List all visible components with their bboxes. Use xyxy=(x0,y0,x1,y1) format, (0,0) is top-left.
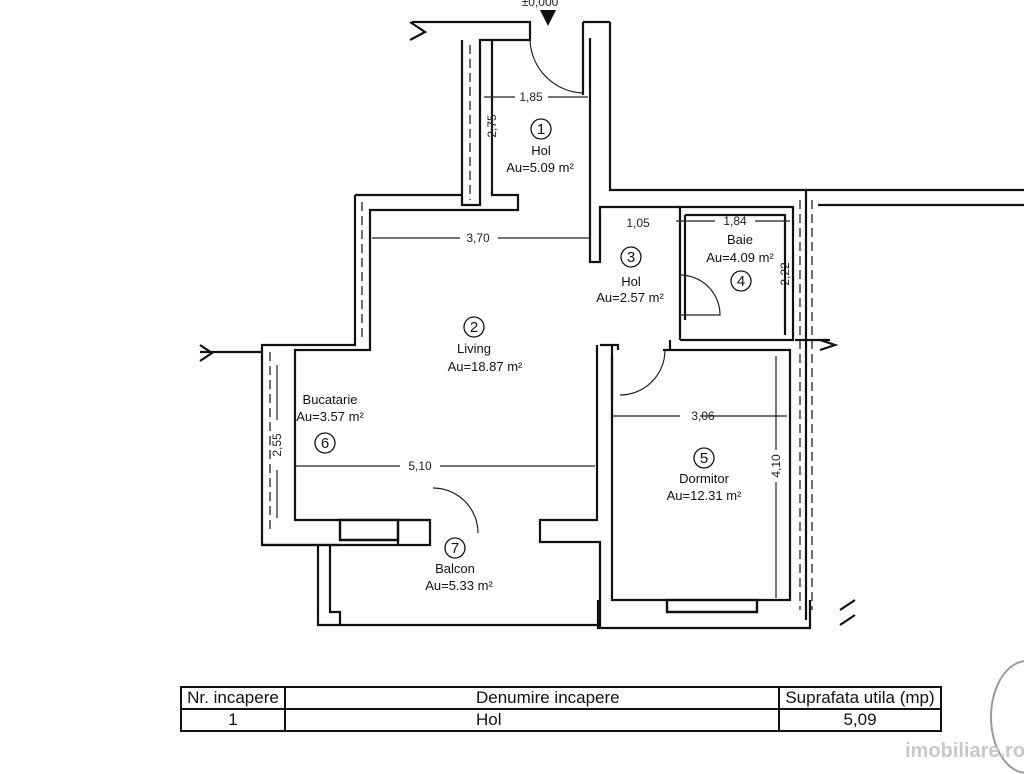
header-nr: Nr. incapere xyxy=(180,686,286,710)
room-area: Au=5.33 m² xyxy=(425,578,493,593)
room-number-circle-icon xyxy=(730,270,752,292)
room-number: 6 xyxy=(321,435,329,452)
room-area: Au=2.57 m² xyxy=(596,290,664,305)
room-7-label: 7 Balcon Au=5.33 m² xyxy=(425,537,493,593)
room-number: 1 xyxy=(537,121,545,138)
walls xyxy=(199,20,1024,630)
room-name: Living xyxy=(457,341,491,356)
room-1-label: 1 Hol Au=5.09 m² xyxy=(506,118,574,175)
dim-hol1-width: 1,85 xyxy=(519,90,543,104)
dim-baie-width: 1,84 xyxy=(723,214,747,228)
room-area: Au=3.57 m² xyxy=(296,409,364,424)
table-header-row: Nr. incapere Denumire incapere Suprafata… xyxy=(180,686,942,710)
cell-area: 5,09 xyxy=(778,708,942,732)
room-area: Au=4.09 m² xyxy=(706,250,774,265)
dim-baie-depth: 2,22 xyxy=(778,262,792,286)
table-row: 1 Hol 5,09 xyxy=(180,708,942,732)
room-5-label: 5 Dormitor Au=12.31 m² xyxy=(667,447,742,503)
room-number-circle-icon xyxy=(693,447,715,469)
cell-nr: 1 xyxy=(180,708,286,732)
room-4-label: Baie Au=4.09 m² 4 xyxy=(706,232,774,292)
room-number-circle-icon xyxy=(444,537,466,559)
cell-name: Hol xyxy=(284,708,780,732)
level-triangle-icon xyxy=(540,10,556,26)
dim-living-width: 3,70 xyxy=(466,231,490,245)
room-number: 3 xyxy=(627,249,635,266)
dim-hol1-depth: 2,75 xyxy=(485,114,499,138)
room-labels: 1 Hol Au=5.09 m² 2 Living Au=18.87 m² 3 … xyxy=(296,118,774,593)
room-area: Au=18.87 m² xyxy=(448,359,523,374)
room-name: Baie xyxy=(727,232,753,247)
watermark: imobiliare.ro xyxy=(905,740,1024,762)
elevation-text: ±0,000 xyxy=(522,0,559,9)
elevation-marker: ±0,000 xyxy=(522,0,559,26)
dim-hol3-width: 1,05 xyxy=(626,216,650,230)
room-number-circle-icon xyxy=(463,316,485,338)
dim-bucatarie-depth: 2,55 xyxy=(270,433,284,457)
room-name: Dormitor xyxy=(679,471,730,486)
header-name: Denumire incapere xyxy=(284,686,780,710)
room-number: 5 xyxy=(700,450,708,467)
dim-dormitor-width: 3,06 xyxy=(691,409,715,423)
room-name: Bucatarie xyxy=(303,392,358,407)
dimension-lines: 1,85 2,75 3,70 1,05 1,84 2,22 3,06 4,10 … xyxy=(270,90,792,598)
room-number-circle-icon xyxy=(620,246,642,268)
dim-living-length: 5,10 xyxy=(408,459,432,473)
room-6-label: Bucatarie Au=3.57 m² 6 xyxy=(296,392,364,454)
room-name: Hol xyxy=(621,274,641,289)
room-2-label: 2 Living Au=18.87 m² xyxy=(448,316,523,374)
rooms-table: Nr. incapere Denumire incapere Suprafata… xyxy=(180,686,942,732)
room-area: Au=5.09 m² xyxy=(506,160,574,175)
room-number: 7 xyxy=(451,540,459,557)
room-number: 4 xyxy=(737,273,745,290)
room-number: 2 xyxy=(470,319,478,336)
room-3-label: 3 Hol Au=2.57 m² xyxy=(596,246,664,305)
room-name: Balcon xyxy=(435,561,475,576)
dim-dormitor-depth: 4,10 xyxy=(769,454,783,478)
room-number-circle-icon xyxy=(530,118,552,140)
room-name: Hol xyxy=(531,143,551,158)
header-area: Suprafata utila (mp) xyxy=(778,686,942,710)
room-number-circle-icon xyxy=(314,432,336,454)
room-area: Au=12.31 m² xyxy=(667,488,742,503)
